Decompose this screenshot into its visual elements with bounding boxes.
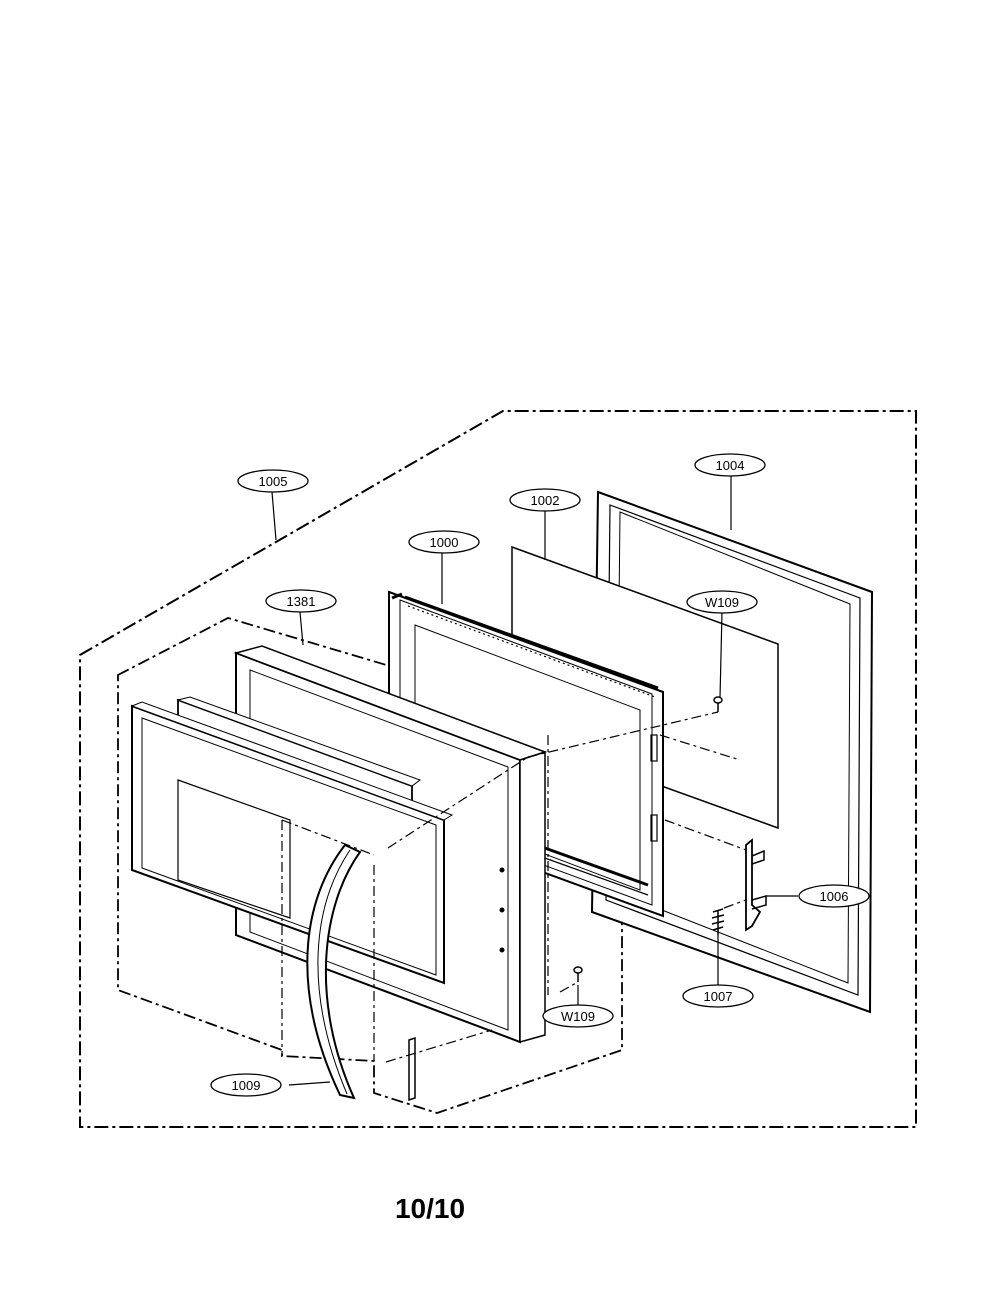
callout-1005: 1005 [237,469,309,493]
callout-1007: 1007 [682,984,754,1008]
page-number: 10/10 [394,1193,466,1224]
callout-1009: 1009 [210,1073,282,1097]
svg-text:1004: 1004 [716,458,745,473]
part-1007-spring [711,908,725,935]
callout-1006: 1006 [798,884,870,908]
callout-w109-lower: W109 [542,1004,614,1028]
part-1009-handle [306,843,362,1100]
leader-lines [271,476,798,1086]
svg-text:W109: W109 [705,595,739,610]
callout-w109-upper: W109 [686,590,758,614]
callout-1004: 1004 [694,453,766,477]
svg-text:1006: 1006 [820,889,849,904]
callout-1000: 1000 [408,530,480,554]
part-1006-latch [745,838,767,932]
alignment-lines [281,711,747,1063]
svg-text:1007: 1007 [704,989,733,1004]
svg-text:1005: 1005 [259,474,288,489]
callout-1381: 1381 [265,589,337,613]
callout-1002: 1002 [509,488,581,512]
svg-text:1381: 1381 [287,594,316,609]
svg-text:1009: 1009 [232,1078,261,1093]
assembly-boundary-outer [79,410,917,1128]
svg-text:1000: 1000 [430,535,459,550]
part-door-front [130,701,454,985]
part-bottom-trim [408,1036,416,1102]
svg-text:1002: 1002 [531,493,560,508]
svg-text:W109: W109 [561,1009,595,1024]
part-w109-screw-upper [713,696,723,712]
part-w109-screw-lower [573,966,583,982]
